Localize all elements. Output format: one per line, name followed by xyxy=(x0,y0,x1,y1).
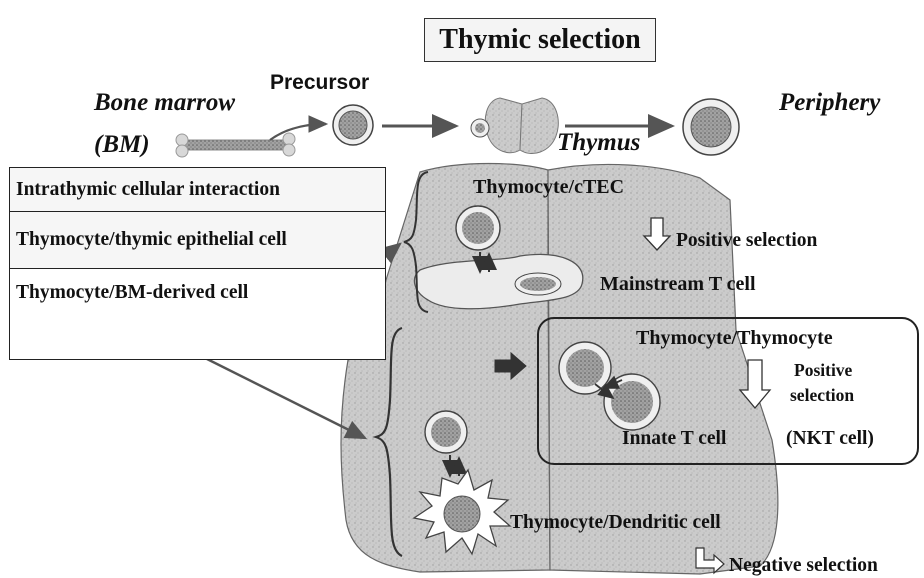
negative-selection-label: Negative selection xyxy=(729,555,878,576)
table-row-epithelial: Thymocyte/thymic epithelial cell xyxy=(10,212,385,269)
bm-abbrev-label: (BM) xyxy=(94,131,150,158)
table-row-label: Thymocyte/thymic epithelial cell xyxy=(16,229,287,251)
interaction-table: Intrathymic cellular interaction Thymocy… xyxy=(9,167,386,360)
nkt-cell-label: (NKT cell) xyxy=(786,428,874,449)
thymus-icon xyxy=(471,98,558,154)
positive-selection-2-line2: selection xyxy=(790,385,854,405)
positive-selection-1-label: Positive selection xyxy=(676,230,817,251)
title-box: Thymic selection xyxy=(424,18,656,62)
innate-t-cell-label: Innate T cell xyxy=(622,428,727,449)
bm-to-precursor-arrow xyxy=(270,124,326,140)
precursor-label: Precursor xyxy=(270,71,369,94)
thymocyte-thymocyte-label: Thymocyte/Thymocyte xyxy=(636,327,833,349)
table-row-label: Intrathymic cellular interaction xyxy=(16,179,280,201)
table-to-bm-derived-arrow xyxy=(205,358,365,438)
thymocyte-ctec-label: Thymocyte/cTEC xyxy=(473,176,624,198)
dc-thymocyte xyxy=(425,411,467,453)
positive-selection-2-line1: Positive xyxy=(794,360,853,380)
thymus-label: Thymus xyxy=(557,129,640,156)
table-row-label: Thymocyte/BM-derived cell xyxy=(16,282,248,304)
table-row-bm-derived: Thymocyte/BM-derived cell xyxy=(10,269,385,317)
mainstream-t-cell xyxy=(515,273,561,295)
bone-marrow-label: Bone marrow xyxy=(93,89,235,116)
mainstream-t-cell-label: Mainstream T cell xyxy=(600,273,756,295)
table-row-intrathymic: Intrathymic cellular interaction xyxy=(10,168,385,212)
periphery-label: Periphery xyxy=(778,89,881,116)
periphery-cell xyxy=(683,99,739,155)
diagram-title: Thymic selection xyxy=(439,24,640,56)
ctec-thymocyte xyxy=(456,206,500,250)
precursor-cell xyxy=(333,105,373,145)
thymocyte-dendritic-label: Thymocyte/Dendritic cell xyxy=(510,512,721,533)
